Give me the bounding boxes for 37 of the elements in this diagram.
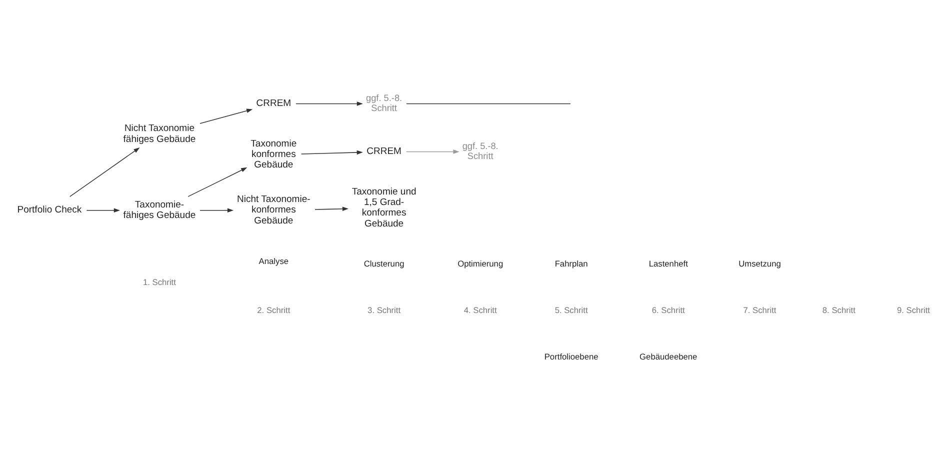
node-text: CRREM xyxy=(256,98,292,110)
node-text: Portfolio Check xyxy=(17,204,82,216)
arrow xyxy=(200,108,253,124)
label: 6. Schritt xyxy=(652,304,685,315)
label: 2. Schritt xyxy=(257,304,290,315)
node-text: ggf. 5.-8. Schritt xyxy=(366,93,402,114)
label: 8. Schritt xyxy=(822,304,856,315)
label: 1. Schritt xyxy=(142,276,176,287)
arrow xyxy=(300,150,363,155)
node-text: CRREM xyxy=(366,146,402,157)
label: Optimierung xyxy=(458,258,504,269)
node-text: Taxonomie-fähiges Gebäude xyxy=(123,199,196,221)
label: 5. Schritt xyxy=(554,304,588,315)
label: Clusterung xyxy=(364,258,404,269)
arrow xyxy=(188,167,248,197)
label: Lastenheft xyxy=(648,258,688,269)
label: Portfolioebene xyxy=(544,351,598,362)
label: 3. Schritt xyxy=(368,304,401,315)
node-text: Taxonomie und 1,5 Grad-konformes Gebäude xyxy=(352,186,416,230)
label: Fahrplan xyxy=(554,258,588,269)
label: Analyse xyxy=(258,256,289,266)
node-text: Nicht Taxonomie-konformes Gebäude xyxy=(237,194,310,226)
arrow xyxy=(200,208,234,212)
arrow xyxy=(314,206,349,212)
label: Gebäudeebene xyxy=(640,351,698,362)
node-text: Nicht Taxonomie fähiges Gebäude xyxy=(123,123,196,145)
label: 9. Schritt xyxy=(897,304,930,315)
node-text: Taxonomie konformes Gebäude xyxy=(250,138,297,171)
arrow xyxy=(406,150,460,154)
label: 4. Schritt xyxy=(464,304,497,315)
connector xyxy=(406,103,571,104)
arrow xyxy=(70,147,140,197)
label: 7. Schritt xyxy=(743,304,776,315)
arrow xyxy=(296,102,363,106)
label: Umsetzung xyxy=(738,258,781,269)
node-text: ggf. 5.-8. Schritt xyxy=(462,141,498,162)
arrow xyxy=(86,208,120,212)
